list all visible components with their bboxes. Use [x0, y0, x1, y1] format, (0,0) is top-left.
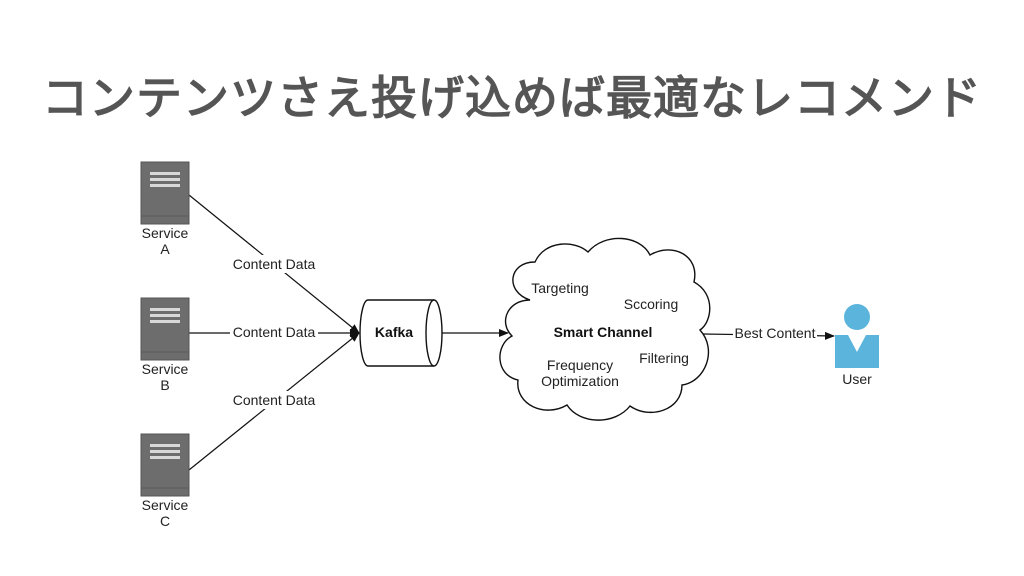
edge-label-content-data-c: Content Data	[230, 391, 318, 409]
kafka-node: Kafka	[359, 299, 443, 367]
smart-channel-label: Smart Channel	[554, 324, 653, 340]
feature-filtering: Filtering	[639, 350, 689, 366]
service-c-label-line2: C	[160, 513, 170, 529]
user-icon	[835, 304, 879, 368]
svg-text:Content Data: Content Data	[233, 324, 316, 340]
user-node: User	[835, 304, 879, 387]
feature-frequency-line2: Optimization	[541, 373, 619, 389]
feature-frequency-line1: Frequency	[547, 357, 613, 373]
user-label: User	[842, 371, 872, 387]
edge-label-content-data-b: Content Data	[230, 324, 318, 342]
svg-text:Content Data: Content Data	[233, 256, 316, 272]
service-c-node: Service C	[140, 433, 190, 529]
cloud-shape	[499, 237, 711, 421]
server-icon	[140, 161, 190, 225]
service-a-label-line1: Service	[142, 225, 189, 241]
kafka-label: Kafka	[375, 324, 413, 340]
edge-label-best-content: Best Content	[733, 325, 817, 343]
svg-text:Content Data: Content Data	[233, 392, 316, 408]
service-b-label-line2: B	[160, 377, 169, 393]
feature-targeting: Targeting	[531, 280, 589, 296]
edge-label-content-data-a: Content Data	[230, 255, 318, 273]
service-a-node: Service A	[140, 161, 190, 257]
server-icon	[140, 433, 190, 497]
slide-title: コンテンツさえ投げ込めば最適なレコメンド	[42, 71, 982, 125]
service-a-label-line2: A	[160, 241, 170, 257]
server-icon	[140, 297, 190, 361]
service-b-label-line1: Service	[142, 361, 189, 377]
service-c-label-line1: Service	[142, 497, 189, 513]
service-b-node: Service B	[140, 297, 190, 393]
feature-scoring: Sccoring	[624, 296, 678, 312]
svg-text:Best Content: Best Content	[735, 325, 816, 341]
smart-channel-node: Targeting Sccoring Smart Channel Filteri…	[499, 237, 711, 421]
